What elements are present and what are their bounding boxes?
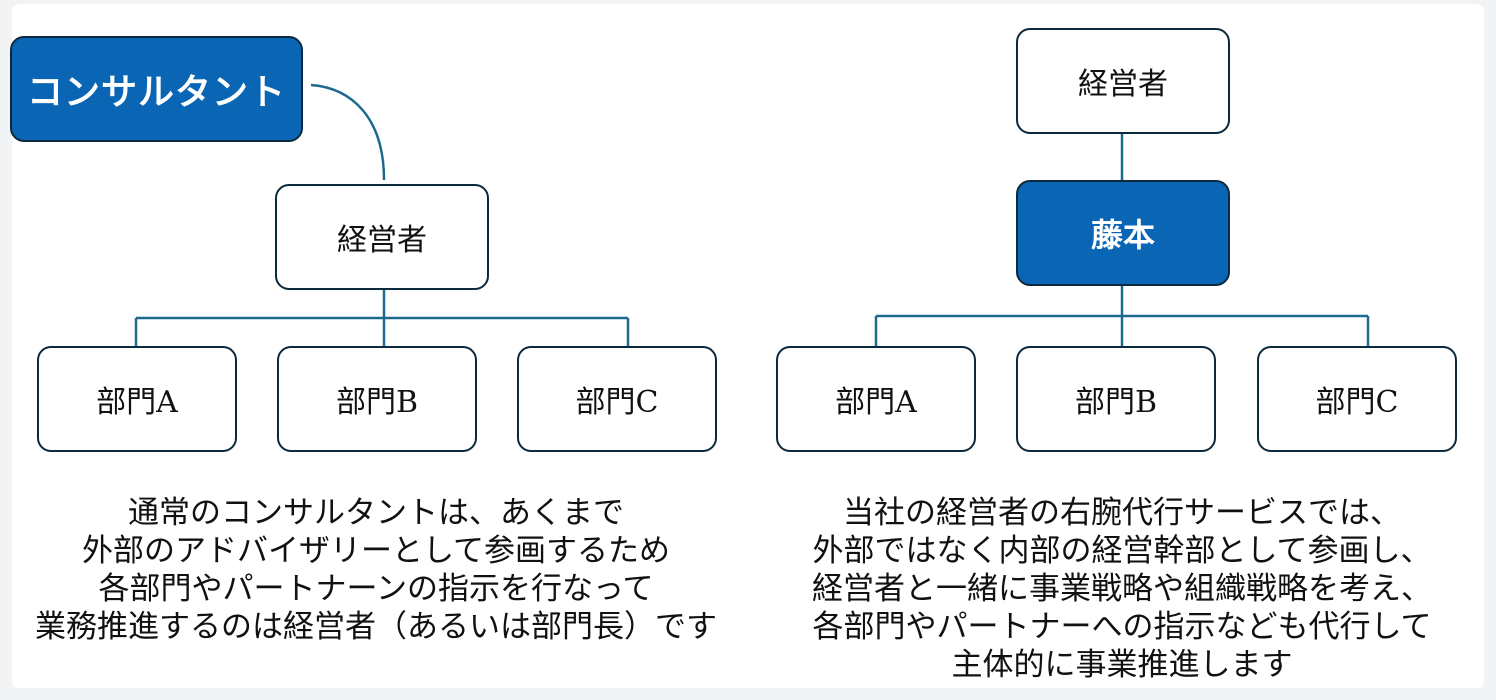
right-caption: 当社の経営者の右腕代行サービスでは、 外部ではなく内部の経営幹部として参画し、 … <box>760 494 1484 684</box>
left-dept-c-node: 部門C <box>517 346 717 452</box>
right-caption-line: 経営者と一緒に事業戦略や組織戦略を考え、 <box>812 571 1432 607</box>
right-caption-line: 主体的に事業推進します <box>951 647 1293 683</box>
right-fujimoto-node: 藤本 <box>1016 180 1230 286</box>
left-caption: 通常のコンサルタントは、あくまで 外部のアドバイザリーとして参画するため 各部門… <box>0 494 752 646</box>
left-caption-line: 各部門やパートナーンの指示を行なって <box>98 571 654 607</box>
left-ceo-node: 経営者 <box>275 184 489 290</box>
right-dept-b-node: 部門B <box>1016 346 1216 452</box>
left-caption-line: 外部のアドバイザリーとして参画するため <box>81 533 671 569</box>
right-dept-c-node: 部門C <box>1257 346 1457 452</box>
left-caption-line: 通常のコンサルタントは、あくまで <box>128 495 624 531</box>
left-consultant-node: コンサルタント <box>10 36 303 142</box>
left-caption-line: 業務推進するのは経営者（あるいは部門長）です <box>35 609 717 645</box>
right-caption-line: 外部ではなく内部の経営幹部として参画し、 <box>812 533 1432 569</box>
left-dept-a-node: 部門A <box>37 346 237 452</box>
right-dept-a-node: 部門A <box>776 346 976 452</box>
right-ceo-node: 経営者 <box>1016 28 1230 134</box>
right-caption-line: 当社の経営者の右腕代行サービスでは、 <box>843 495 1401 531</box>
left-consultant-advisory-curve <box>310 83 386 181</box>
left-dept-b-node: 部門B <box>277 346 477 452</box>
right-caption-line: 各部門やパートナーへの指示なども代行して <box>812 609 1432 645</box>
